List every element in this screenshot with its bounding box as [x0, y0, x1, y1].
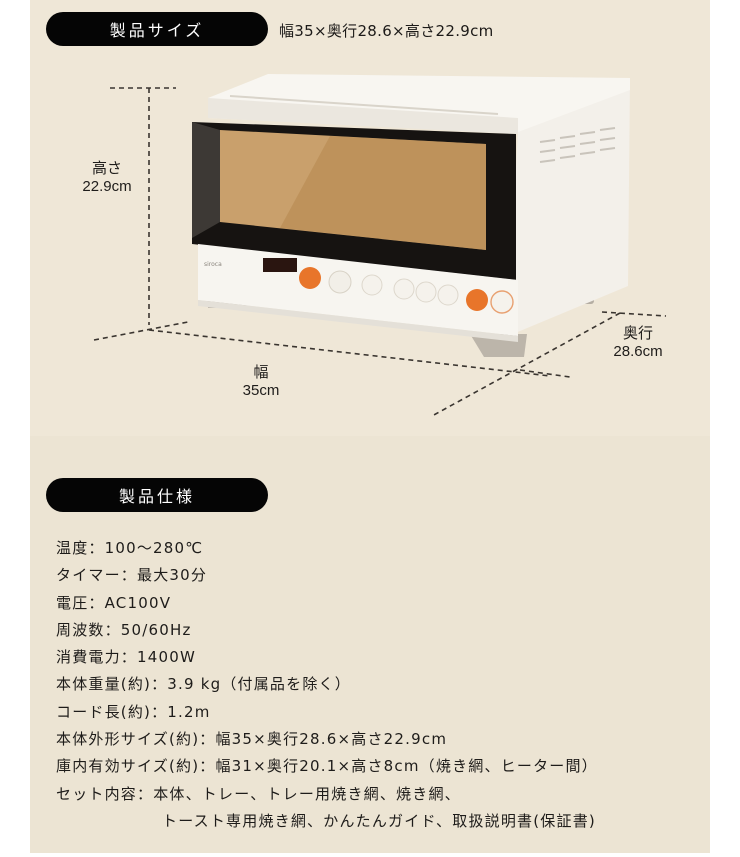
toaster-oven-illustration: siroca: [93, 74, 667, 417]
spec-power: 消費電力：1400W: [56, 648, 197, 667]
size-summary: 幅35×奥行28.6×高さ22.9cm: [279, 22, 494, 40]
panel-button: [415, 281, 437, 303]
panel-button: [361, 274, 383, 296]
spec-set-contents: セット内容：本体、トレー、トレー用焼き網、焼き網、: [56, 784, 461, 803]
vent-slots: [539, 127, 616, 163]
panel-button: [437, 284, 459, 306]
spec-set-contents-continued: トースト専用焼き網、かんたんガイド、取扱説明書(保証書): [162, 811, 596, 830]
cancel-button: [490, 290, 514, 314]
brand-logo: siroca: [204, 261, 222, 268]
product-spec-header: 製品仕様: [46, 478, 268, 512]
depth-dimension: 奥行 28.6cm: [613, 325, 663, 360]
start-button: [466, 289, 488, 311]
height-dimension: 高さ 22.9cm: [82, 160, 132, 195]
spec-weight: 本体重量(約)：3.9 kg（付属品を除く）: [56, 675, 351, 694]
display-screen: [263, 258, 297, 272]
spec-list: 温度：100〜280℃ タイマー：最大30分 電圧：AC100V 周波数：50/…: [56, 535, 598, 835]
product-size-section: siroca 製品サイズ 幅35×奥行28.6×高さ22.9cm 高さ 22.9…: [30, 0, 710, 436]
spec-cord-length: コード長(約)：1.2m: [56, 702, 211, 721]
spec-voltage: 電圧：AC100V: [56, 593, 172, 612]
spec-temperature: 温度：100〜280℃: [56, 539, 204, 557]
temp-dial: [328, 270, 352, 294]
product-size-header: 製品サイズ: [46, 12, 268, 46]
spec-interior-size: 庫内有効サイズ(約)：幅31×奥行20.1×高さ8cm（焼き網、ヒーター間）: [56, 757, 598, 776]
dimension-lines: [93, 87, 667, 417]
spec-frequency: 周波数：50/60Hz: [56, 620, 192, 639]
timer-knob: [299, 267, 321, 289]
spec-exterior-size: 本体外形サイズ(約)：幅35×奥行28.6×高さ22.9cm: [56, 730, 448, 749]
panel-button: [393, 278, 415, 300]
spec-timer: タイマー：最大30分: [56, 566, 208, 585]
content-panel: siroca 製品サイズ 幅35×奥行28.6×高さ22.9cm 高さ 22.9…: [30, 0, 710, 853]
width-dimension: 幅 35cm: [242, 364, 280, 399]
